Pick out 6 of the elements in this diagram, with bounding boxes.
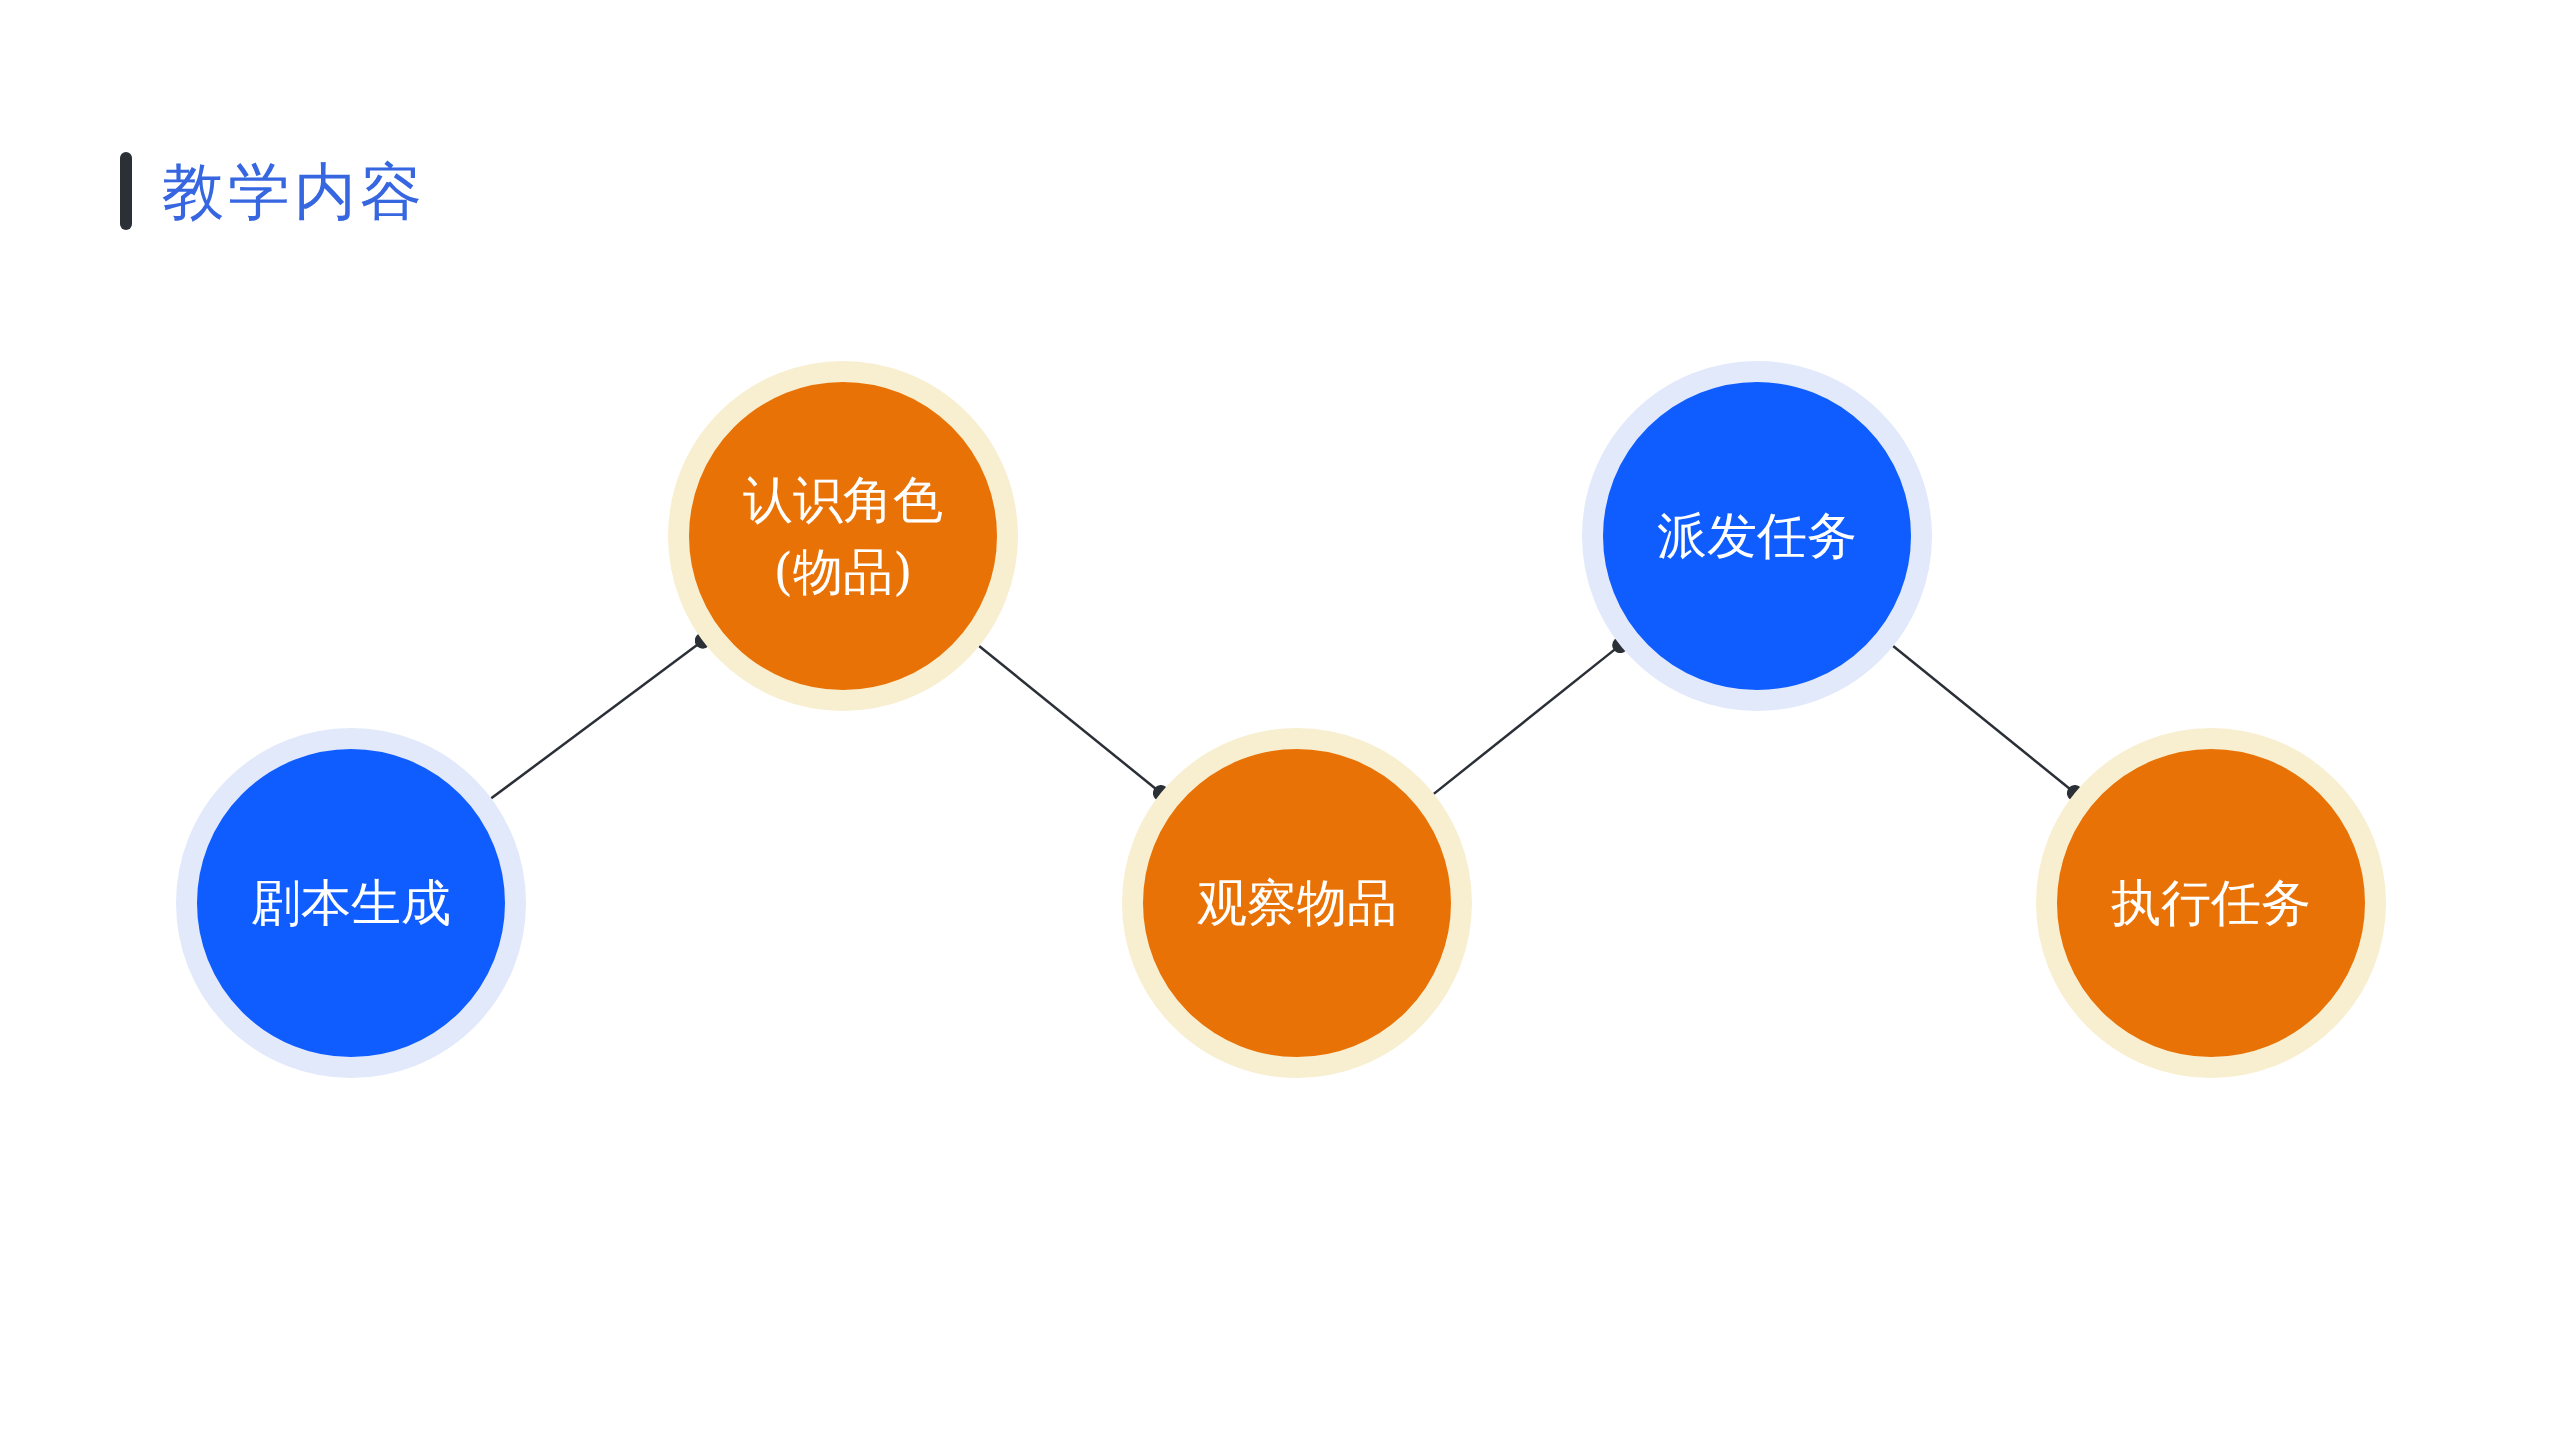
step-label: 剧本生成 xyxy=(251,872,451,934)
step-label: 认识角色(物品) xyxy=(742,469,944,603)
step-label: 观察物品 xyxy=(1197,872,1397,934)
step-label: 派发任务 xyxy=(1657,505,1857,567)
step-label: 执行任务 xyxy=(2111,872,2311,934)
title: 教学内容 xyxy=(162,158,426,227)
